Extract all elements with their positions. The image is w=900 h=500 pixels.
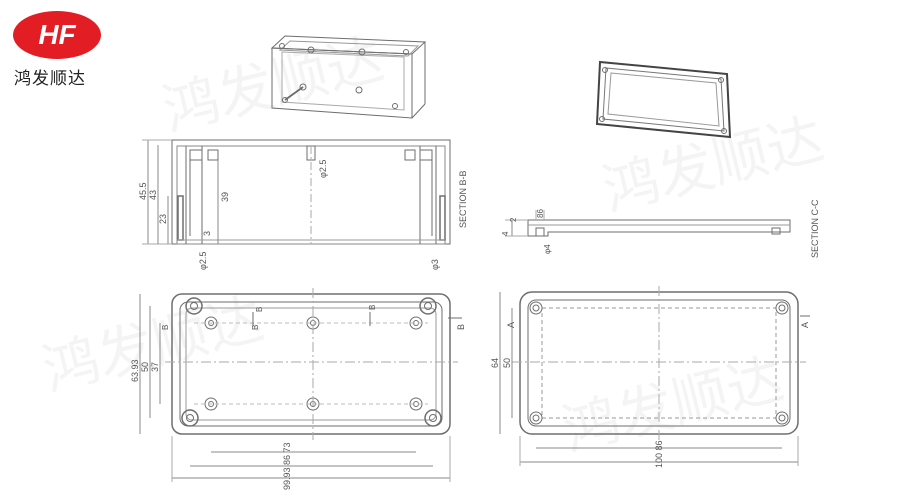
brand-name: 鸿发顺达 bbox=[14, 69, 86, 89]
dim-bb-23: 23 bbox=[158, 214, 168, 224]
dim-bb-45-5: 45.5 bbox=[138, 182, 148, 200]
marker-b-left: B bbox=[251, 325, 260, 330]
section-cc-label: SECTION C-C bbox=[810, 199, 820, 258]
lid-top-view bbox=[499, 286, 810, 466]
hf-logo: HF bbox=[13, 11, 101, 59]
dim-top-37: 37 bbox=[150, 362, 160, 372]
marker-a-left: A bbox=[506, 322, 516, 328]
marker-b-top: B bbox=[255, 307, 264, 312]
dim-cc-4: 4 bbox=[501, 231, 510, 236]
marker-b-center: B bbox=[368, 305, 377, 310]
dim-top-63-93: 63.93 bbox=[130, 359, 140, 382]
dim-lid-50: 50 bbox=[502, 358, 512, 368]
dim-cc-86: 86 bbox=[536, 209, 545, 218]
section-bb-label: SECTION B-B bbox=[458, 170, 468, 228]
iso-lid-view bbox=[595, 60, 732, 139]
dim-top-50: 50 bbox=[140, 362, 150, 372]
marker-b-right: B bbox=[456, 324, 466, 330]
marker-a-right: A bbox=[800, 322, 810, 328]
box-top-view bbox=[139, 288, 462, 482]
section-bb-view bbox=[142, 139, 451, 245]
dim-bb-43: 43 bbox=[148, 190, 158, 200]
logo-ellipse bbox=[13, 11, 101, 59]
logo-text: HF bbox=[38, 19, 76, 50]
dim-bb-d25-top: φ2.5 bbox=[318, 160, 328, 178]
dim-bb-3: 3 bbox=[202, 231, 212, 236]
section-cc-view bbox=[505, 210, 791, 237]
dim-bb-d25-bottom: φ2.5 bbox=[198, 252, 208, 270]
dim-bb-39: 39 bbox=[220, 192, 230, 202]
dim-cc-2: 2 bbox=[509, 217, 518, 222]
dim-top-99-86-73: 99.93 86 73 bbox=[282, 442, 292, 490]
dim-lid-64: 64 bbox=[490, 358, 500, 368]
dim-lid-100-86: 100 86 bbox=[654, 440, 664, 468]
marker-b-side: B bbox=[161, 325, 170, 330]
dim-bb-d3: φ3 bbox=[430, 259, 440, 270]
iso-box-view bbox=[270, 35, 427, 119]
dim-cc-d4: φ4 bbox=[543, 244, 552, 254]
